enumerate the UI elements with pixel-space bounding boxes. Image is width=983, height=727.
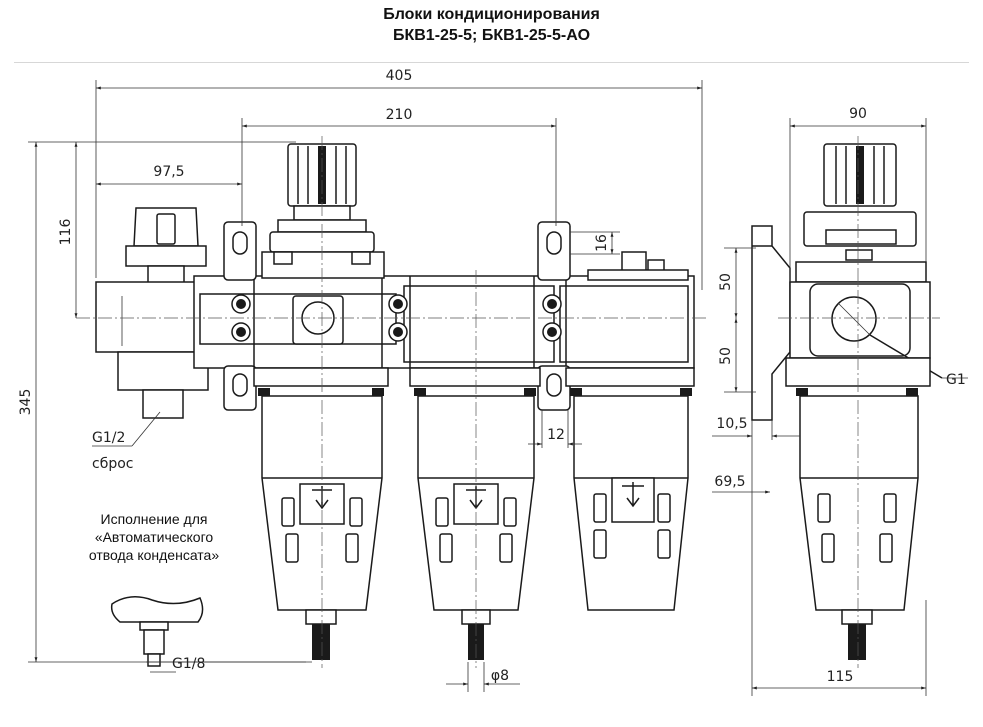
dim-90: 90 xyxy=(849,106,867,122)
dim-69-5: 69,5 xyxy=(714,474,745,490)
variant-note: Исполнение для «Автоматического отвода к… xyxy=(89,511,220,563)
dim-115: 115 xyxy=(827,669,854,685)
label-g1: G1 xyxy=(946,372,966,388)
side-view xyxy=(751,136,943,668)
pressure-regulator xyxy=(95,207,227,419)
dimension-lines xyxy=(28,80,968,696)
dim-97-5: 97,5 xyxy=(153,164,184,180)
note-line-3: отвода конденсата» xyxy=(89,547,220,563)
mounting-brackets xyxy=(223,221,571,411)
label-g1-8: G1/8 xyxy=(172,656,205,672)
title-separator xyxy=(14,62,969,63)
filter-regulator-knob xyxy=(261,143,385,279)
bowl-collars xyxy=(253,367,695,396)
filter-bowls xyxy=(261,395,689,660)
dim-50-bottom: 50 xyxy=(718,347,734,365)
note-line-2: «Автоматического xyxy=(95,529,214,545)
dim-10-5: 10,5 xyxy=(716,416,747,432)
dim-345: 345 xyxy=(18,389,34,416)
dim-116: 116 xyxy=(58,219,74,246)
mounting-bolts xyxy=(231,294,562,342)
dim-phi-8: φ8 xyxy=(491,668,509,684)
lubricator-fitting xyxy=(587,251,689,281)
label-g1-2: G1/2 xyxy=(92,430,125,446)
dim-12: 12 xyxy=(547,427,565,443)
title-line-2: БКВ1-25-5; БКВ1-25-5-АО xyxy=(392,27,591,44)
label-reset: сброс xyxy=(92,456,133,472)
dim-210: 210 xyxy=(386,107,413,123)
front-view xyxy=(76,136,708,668)
auto-drain-detail xyxy=(110,596,204,667)
title-line-1: Блоки кондиционирования xyxy=(383,6,600,23)
manifold-body xyxy=(193,275,695,369)
drawing-title: Блоки кондиционирования БКВ1-25-5; БКВ1-… xyxy=(0,4,983,46)
dimension-labels: 405 210 97,5 90 116 345 16 12 50 50 10,5… xyxy=(18,68,966,685)
note-line-1: Исполнение для xyxy=(101,511,208,527)
dim-50-top: 50 xyxy=(718,273,734,291)
dim-16: 16 xyxy=(594,234,610,252)
dim-405: 405 xyxy=(386,68,413,84)
centerlines xyxy=(76,136,708,668)
